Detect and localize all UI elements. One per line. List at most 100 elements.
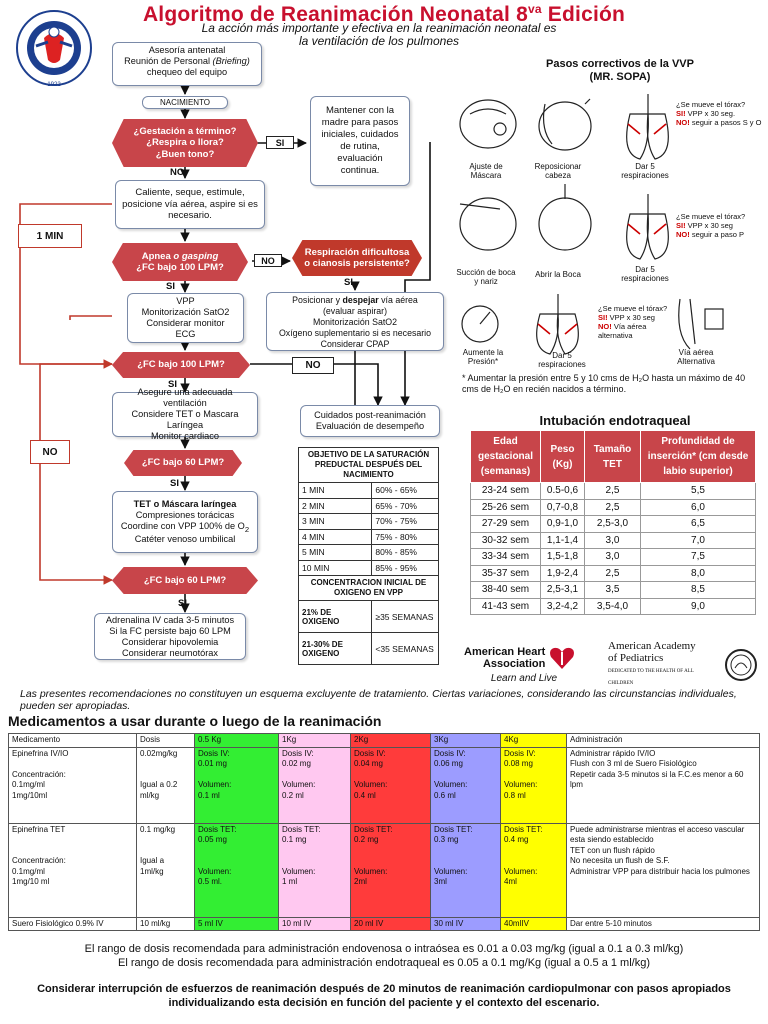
table-cell: 25-26 sem	[470, 498, 541, 516]
aap-seal-icon	[725, 649, 758, 681]
no-label-1: NO	[170, 167, 185, 178]
si-label-2: SI	[166, 281, 175, 292]
table-cell: 30-32 sem	[470, 531, 541, 549]
col-edad: Edad gestacional (semanas)	[470, 430, 541, 483]
label-reposicionar-cabeza: Reposicionar cabeza	[534, 162, 582, 180]
table-cell: Dosis IV: 0.01 mg Volumen: 0.1 ml	[194, 746, 279, 824]
label-dar-5-respiraciones-2: Dar 5 respiraciones	[621, 265, 669, 283]
pressure-note: * Aumentar la presión entre 5 y 10 cms d…	[462, 373, 746, 394]
table-cell: 7,5	[640, 548, 756, 566]
table-cell: Suero Fisiológico 0.9% IV	[8, 916, 137, 931]
table-cell: Dosis TET: 0.3 mg Volumen: 3ml	[430, 822, 501, 918]
respiracion-dificultosa-decision: Respiración dificultosa o cianosis persi…	[292, 240, 422, 276]
page-subtitle: La acción más importante y efectiva en l…	[201, 21, 557, 48]
vvp-illustrations	[459, 94, 724, 355]
table-row: 21% DE OXIGENO≥35 SEMANAS	[297, 600, 439, 633]
apnea-fc-decision: Apnea o gasping¿FC bajo 100 LPM?	[112, 243, 248, 281]
table-cell: 2,5-3,1	[540, 581, 585, 599]
table-cell: Puede administrarse mientras el acceso v…	[566, 822, 760, 918]
table-cell: Dosis TET: 0.05 mg Volumen: 0.5 ml.	[194, 822, 279, 918]
col-tamano: Tamaño TET	[584, 430, 641, 483]
table-cell: 41-43 sem	[470, 597, 541, 615]
oxygen-header: CONCENTRACION INICIAL DE OXIGENO EN VPP	[298, 575, 439, 601]
si-label-3: SI	[344, 277, 353, 288]
si-label-4: SI	[168, 379, 177, 390]
table-cell: 20 ml IV	[350, 916, 431, 931]
nacimiento-box: NACIMIENTO	[142, 96, 228, 109]
posicionar-via-aerea-box: Posicionar y despejar vía aérea (evaluar…	[266, 292, 444, 351]
one-min-marker: 1 MIN	[18, 224, 82, 248]
table-cell: Dosis IV: 0.06 mg Volumen: 0.6 ml	[430, 746, 501, 824]
table-cell: 33-34 sem	[470, 548, 541, 566]
table-row: 21-30% DE OXIGENO<35 SEMANAS	[297, 632, 439, 665]
medications-title: Medicamentos a usar durante o luego de l…	[8, 713, 382, 729]
column-header: 1Kg	[278, 733, 351, 748]
table-cell: 1,9-2,4	[540, 564, 585, 582]
table-cell: 23-24 sem	[470, 482, 541, 500]
table-cell: 0.02mg/kg Igual a 0.2 ml/kg	[136, 746, 195, 824]
si-label-5: SI	[170, 478, 179, 489]
fc-bajo-60-decision-1: ¿FC bajo 60 LPM?	[124, 450, 242, 476]
table-cell: 6,5	[640, 515, 756, 533]
page-title: Algoritmo de Reanimación Neonatal 8va Ed…	[142, 2, 626, 26]
table-cell: Dosis IV: 0.04 mg Volumen: 0.4 ml	[350, 746, 431, 824]
col-profundidad: Profundidad de inserción* (cm desde labi…	[640, 430, 756, 483]
table-cell: 2,5-3,0	[584, 515, 641, 533]
column-header: 2Kg	[350, 733, 431, 748]
saturation-header: OBJETIVO DE LA SATURACIÓN PREDUCTAL DESP…	[298, 447, 439, 483]
saturation-target-table: OBJETIVO DE LA SATURACIÓN PREDUCTAL DESP…	[297, 447, 439, 665]
table-cell: 3,0	[584, 531, 641, 549]
si-label-6: SI	[178, 598, 187, 609]
table-cell: 7,0	[640, 531, 756, 549]
si-label-1: SI	[266, 136, 294, 149]
interruption-note: Considerar interrupción de esfuerzos de …	[37, 983, 731, 1009]
label-dar-5-respiraciones-3: Dar 5 respiraciones	[538, 351, 586, 369]
heart-torch-icon	[550, 647, 575, 669]
table-cell: 30 ml IV	[430, 916, 501, 931]
label-aumente-presion: Aumente la Presión*	[462, 348, 504, 366]
table-cell: 0.5-0,6	[540, 482, 585, 500]
asesoria-antenatal-box: Asesoría antenatal Reunión de Personal (…	[112, 42, 262, 86]
dose-range-notes: El rango de dosis recomendada para admin…	[84, 943, 684, 969]
table-cell: Administrar rápido IV/IO Flush con 3 ml …	[566, 746, 760, 824]
table-cell: 3,5-4,0	[584, 597, 641, 615]
table-cell: 1,1-1,4	[540, 531, 585, 549]
table-cell: 8,0	[640, 564, 756, 582]
label-abrir-boca: Abrir la Boca	[535, 270, 581, 279]
table-cell: 8,5	[640, 581, 756, 599]
table-cell: 3,0	[584, 548, 641, 566]
term-breathing-tone-decision: ¿Gestación a término?¿Respira o llora?¿B…	[112, 119, 258, 167]
table-row: Epinefrina TET Concentración: 0.1mg/ml 1…	[8, 822, 760, 918]
column-header: Medicamento	[8, 733, 137, 748]
table-cell: 0.1 mg/kg Igual a 1ml/kg	[136, 822, 195, 918]
table-cell: 5,5	[640, 482, 756, 500]
table-row: Epinefrina IV/IO Concentración: 0.1mg/ml…	[8, 746, 760, 824]
table-cell: Dosis IV: 0.02 mg Volumen: 0.2 ml	[278, 746, 351, 824]
label-dar-5-respiraciones-1: Dar 5 respiraciones	[621, 162, 669, 180]
col-peso: Peso (Kg)	[540, 430, 585, 483]
table-cell: 38-40 sem	[470, 581, 541, 599]
table-cell: Dosis TET: 0.1 mg Volumen: 1 ml	[278, 822, 351, 918]
column-header: Dosis	[136, 733, 195, 748]
table-cell: Dar entre 5-10 minutos	[566, 916, 760, 931]
column-header: Administración	[566, 733, 760, 748]
table-cell: 2,5	[584, 482, 641, 500]
